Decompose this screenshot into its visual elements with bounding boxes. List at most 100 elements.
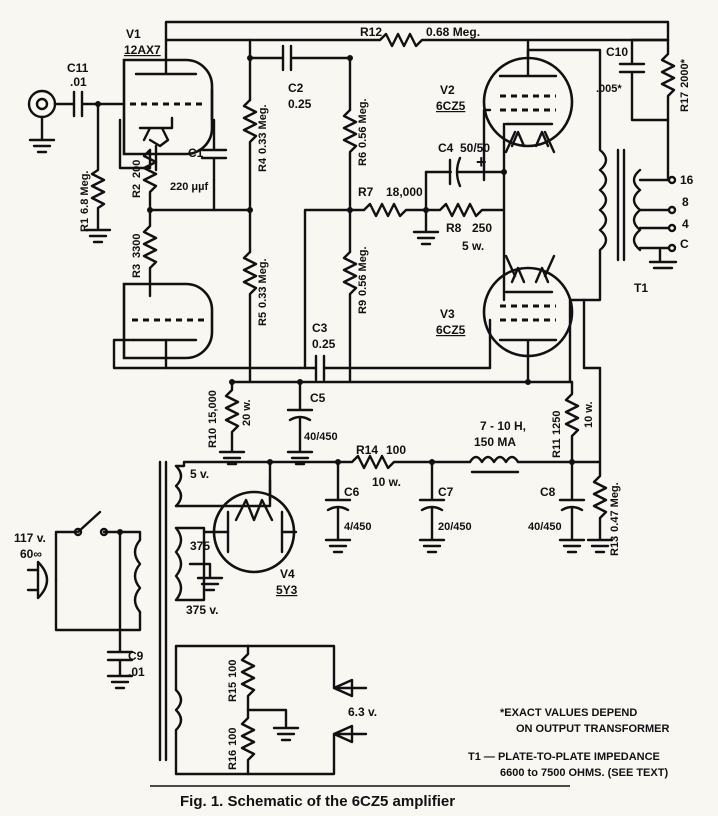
r1-value: 6.8 Meg. [79,171,91,214]
c10-value: .005* [596,83,622,95]
t1-tap-c: C [680,237,689,251]
r5-resistor [242,250,258,384]
r14-resistor [336,454,472,470]
fil-5v-label: 5 v. [190,467,209,481]
r2-resistor [142,148,158,212]
mains-input [26,510,142,632]
v1-tube-upper [122,58,214,156]
svg-text:R16100: R16100 [227,727,239,770]
v2-ref: V2 [440,83,455,97]
svg-text:C11: C11 [67,61,89,75]
r16-value: 100 [227,727,239,745]
hv-top-label: 375 [190,539,210,553]
r11-value: 1250 [551,411,563,435]
input-jack [27,89,76,154]
r10-resistor [218,380,246,466]
r1-ref: R1 [79,218,91,232]
r4-resistor [242,98,258,212]
r10-rating: 20 w. [241,400,253,427]
r12-value: 0.68 Meg. [426,25,480,39]
choke-line1: 7 - 10 H, [480,419,526,433]
r14-rating: 10 w. [372,475,401,489]
c11-value: .01 [70,75,87,89]
svg-text:R90.56 Meg.: R9 0.56 Meg. [357,246,369,314]
note-asterisk-2: ON OUTPUT TRANSFORMER [516,723,669,735]
v1-type: 12AX7 [124,43,161,57]
r7-value: 18,000 [386,185,423,199]
r7-ref: R7 [358,185,374,199]
r5-value: 0.33 Meg. [257,258,269,308]
r6-resistor [342,108,358,212]
svg-text:R2200: R2200 [131,160,143,198]
t1-tap-4: 4 [682,217,689,231]
c3-value: 0.25 [312,337,336,351]
r2-value: 200 [131,160,143,178]
figure-caption: Fig. 1. Schematic of the 6CZ5 amplifier [180,793,455,810]
r16-ref: R16 [227,750,239,770]
c10-capacitor [618,38,646,98]
c1-value: 220 μµf [170,181,208,193]
c6-value: 4/450 [344,521,372,533]
r15-resistor [240,644,256,712]
c4-value: 50/50 [460,141,490,155]
t1-tap-8: 8 [682,195,689,209]
v1-ref: V1 [126,27,141,41]
r13-resistor [586,366,614,554]
svg-text:R15100: R15100 [227,659,239,702]
c8-value: 40/450 [528,521,562,533]
svg-text:R40.33 Meg.: R40.33 Meg. [257,104,269,172]
r11-rating: 10 w. [583,402,595,429]
r16-resistor [240,708,256,776]
svg-text:R1015,000: R1015,000 [207,390,219,448]
r7-resistor [348,202,428,218]
svg-text:+: + [476,152,487,172]
r9-ref: R9 [357,300,369,314]
c5-value: 40/450 [304,431,338,443]
svg-text:R111250: R11 1250 [551,411,563,458]
svg-text:R50.33 Meg.: R5 0.33 Meg. [257,258,269,326]
r15-ref: R15 [227,682,239,702]
c8-capacitor [558,460,586,554]
c8-ref: C8 [540,485,556,499]
c9-ref: C9 [128,649,144,663]
c1-capacitor [200,118,228,182]
r15-value: 100 [227,659,239,677]
c5-capacitor [286,380,314,466]
r2-ref: R2 [131,184,143,198]
r8-ref: R8 [446,221,462,235]
r11-ref: R11 [551,439,563,458]
hv-bot-label: 375 v. [186,603,218,617]
c9-capacitor [106,530,134,690]
r8-rating: 5 w. [462,239,484,253]
power-transformer [133,460,183,762]
r12-ref: R12 [360,25,382,39]
svg-text:R60.56 Meg.: R60.56 Meg. [357,98,369,166]
c2-value: 0.25 [288,97,312,111]
c9-value: .01 [128,665,145,679]
r3-value: 3300 [131,233,143,257]
v3-type: 6CZ5 [436,323,466,337]
v4-ref: V4 [280,567,295,581]
svg-text:R16.8 Meg.: R1 6.8 Meg. [79,171,91,232]
c4-capacitor [424,156,506,188]
r9-value: 0.56 Meg. [357,246,369,296]
r10-value: 15,000 [207,390,219,424]
choke-line2: 150 MA [474,435,516,449]
t1-output-transformer [526,48,678,384]
svg-text:−: − [442,162,453,182]
c3-ref: C3 [312,321,328,335]
r13-ref: R13 [609,536,621,556]
r11-resistor [564,380,580,464]
r5-ref: R5 [257,312,269,326]
c7-ref: C7 [438,485,454,499]
t1-tap-16: 16 [680,173,694,187]
t1-ref: T1 [634,281,648,295]
c2-ref: C2 [288,81,304,95]
c2-capacitor [281,44,352,72]
r3-resistor [142,208,158,286]
r12-resistor [248,24,670,48]
r3-ref: R3 [131,264,143,278]
mains-freq: 60∞ [20,547,42,561]
svg-text:.01: .01 [70,75,87,89]
